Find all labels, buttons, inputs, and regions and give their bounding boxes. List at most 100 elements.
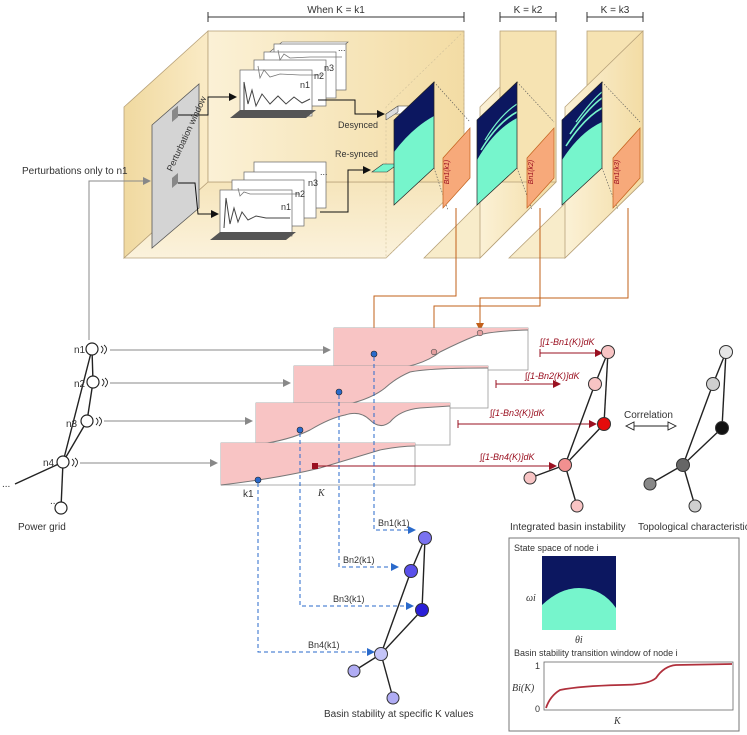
grid-node-n2 [86, 375, 100, 389]
tag-k3-arrow [476, 208, 629, 331]
curve-n4-marker [254, 476, 262, 484]
desynced-trace-n1: n1 [300, 80, 310, 90]
integral-n4-label: ∫[1-Bn4(K)]dK [479, 452, 535, 462]
basin-label-n3: Bn3(k1) [333, 594, 365, 604]
grid-label-n1: n1 [74, 345, 86, 356]
curve-n1-marker-k2 [430, 348, 438, 356]
tag-k2-label: Bn1(k2) [528, 160, 535, 185]
basin-stability-caption: Basin stability at specific K values [324, 709, 474, 720]
resynced-label: Re-synced [335, 149, 378, 159]
resynced-trace-ellipsis: ... [320, 167, 328, 177]
tick-1: 1 [535, 661, 540, 671]
perturbations-only-label: Perturbations only to n1 [22, 166, 128, 177]
curve-panel-n1 [333, 327, 529, 371]
resynced-trace-n2: n2 [295, 189, 305, 199]
instability-grid [523, 345, 615, 513]
desynced-arrow [318, 99, 385, 118]
k1-title: When K = k1 [307, 5, 365, 16]
bi-label: Bi(K) [512, 683, 535, 694]
curve-n1-marker-k3 [476, 329, 484, 337]
tag-k1-arrow [370, 208, 457, 351]
k1-axis-label: k1 [243, 489, 254, 500]
topological-caption: Topological characteristics [638, 522, 747, 533]
k2-bracket [499, 12, 557, 22]
basin-node-n4 [374, 647, 388, 661]
curve-n2-marker [335, 388, 343, 396]
tick-0: 0 [535, 704, 540, 714]
integrated-caption: Integrated basin instability [510, 522, 626, 533]
k3-bracket [586, 12, 644, 22]
grid-label-n4: n4 [43, 458, 55, 469]
transition-plot [543, 661, 734, 711]
basin-node-n2 [404, 564, 418, 578]
grid-caption: Power grid [18, 522, 66, 533]
transition-title: Basin stability transition window of nod… [514, 648, 678, 658]
desynced-trace-ellipsis: ... [338, 43, 346, 53]
curve-panel-n3 [255, 402, 451, 446]
basin-dashed-arrows [257, 357, 416, 656]
topology-node-n1 [719, 345, 733, 359]
resynced-trace-n3: n3 [308, 178, 318, 188]
topology-node-n2 [706, 377, 720, 391]
curve-n1-marker-k1 [370, 350, 378, 358]
omega-label: ωi [526, 593, 536, 604]
window-to-resynced-arrow [178, 182, 219, 218]
tag-k2-arrow [430, 208, 541, 349]
inset-box: State space of node i ωi θi Basin stabil… [508, 537, 740, 732]
basin-label-n4: Bn4(k1) [308, 640, 340, 650]
grid-ellipsis-left: ... [2, 479, 10, 490]
topology-node-n3 [715, 421, 729, 435]
grid-node-n1 [85, 342, 99, 356]
curve-n3-marker [296, 426, 304, 434]
window-to-desynced-arrow [178, 93, 237, 116]
correlation-arrow [624, 421, 678, 431]
grid-node-n4 [56, 455, 70, 469]
desynced-trace-stack: n1 n2 n3 ... [230, 41, 349, 118]
basin-label-n1: Bn1(k1) [378, 518, 410, 528]
instability-node-n3 [597, 417, 611, 431]
theta-label: θi [575, 635, 583, 646]
perturbation-arrow [88, 177, 151, 340]
inset-x-label: K [613, 716, 622, 727]
basin-node-n1 [418, 531, 432, 545]
tag-k1-label: Bn1(k1) [444, 160, 451, 185]
K-axis-label: K [317, 488, 326, 499]
curve-n4-square [312, 463, 318, 469]
desynced-label: Desynced [338, 120, 378, 130]
tag-k3-label: Bn1(k3) [614, 160, 621, 185]
resynced-trace-stack: n1 n2 n3 ... [210, 161, 328, 240]
grid-label-n3: n3 [66, 419, 78, 430]
grid-node-n3 [80, 414, 94, 428]
grid-label-n2: n2 [74, 379, 86, 390]
desynced-trace-n2: n2 [314, 71, 324, 81]
resynced-trace-n1: n1 [281, 202, 291, 212]
integral-n3-label: ∫[1-Bn3(K)]dK [489, 408, 545, 418]
resynced-arrow [320, 166, 371, 213]
tag-k1: Bn1(k1) [442, 127, 471, 209]
basin-node-n3 [415, 603, 429, 617]
topology-node-n4 [676, 458, 690, 472]
state-space-title: State space of node i [514, 543, 599, 553]
tag-k2: Bn1(k2) [526, 127, 555, 209]
tag-k3: Bn1(k3) [612, 127, 641, 209]
state-space-k3 [561, 81, 603, 206]
basin-label-n2: Bn2(k1) [343, 555, 375, 565]
curve-panel-n2 [293, 365, 489, 409]
k1-bracket [207, 12, 465, 22]
grid-ellipsis-bottom: ... [50, 496, 58, 507]
integral-n2-label: ∫[1-Bn2(K)]dK [524, 371, 580, 381]
transition-curve [545, 663, 733, 709]
k2-title: K = k2 [514, 5, 543, 16]
state-space-k2 [476, 81, 518, 206]
power-grid: n1 n2 n3 n4 ... ... Power grid [2, 342, 108, 533]
grid-node-leaf [54, 501, 68, 515]
instability-node-n2 [588, 377, 602, 391]
k3-title: K = k3 [601, 5, 630, 16]
instability-node-n1 [601, 345, 615, 359]
basin-stability-grid [347, 531, 432, 705]
correlation-label: Correlation [624, 410, 673, 421]
desynced-trace-n3: n3 [324, 63, 334, 73]
instability-node-n4 [558, 458, 572, 472]
integral-n1-label: ∫[1-Bn1(K)]dK [539, 337, 595, 347]
